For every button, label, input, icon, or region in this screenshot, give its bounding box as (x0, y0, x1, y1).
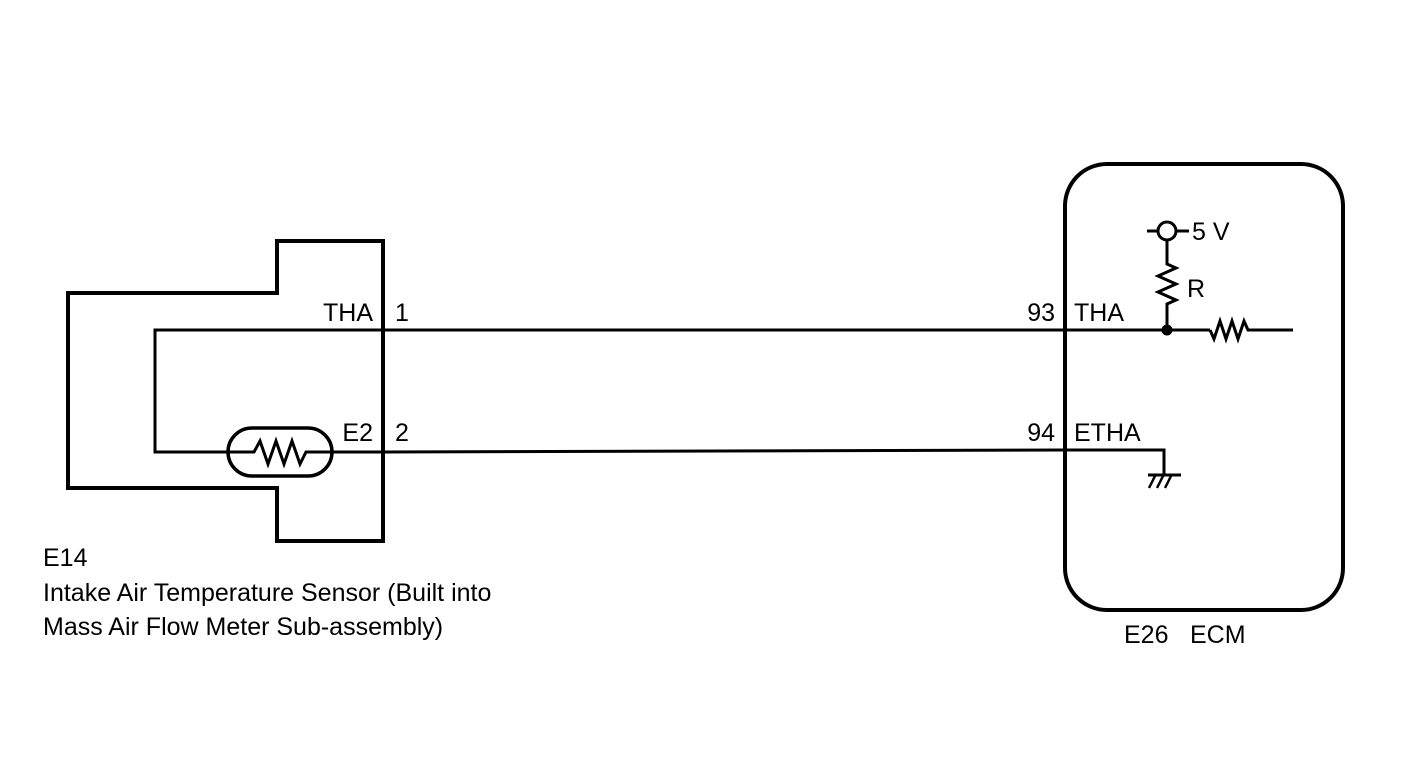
ecm-box-outline (1063, 162, 1345, 612)
ecm-pin93-label: THA (1074, 299, 1124, 327)
sensor-pin1-label: THA (323, 299, 373, 327)
junction-dot (1161, 324, 1173, 336)
ecm-pin93-number: 93 (1027, 299, 1055, 327)
ecm-pin94-label: ETHA (1074, 419, 1141, 447)
voltage-source-icon (1147, 220, 1189, 242)
ecm-assembly: 5 V R 93 THA 94 ETHA E26 ECM (1027, 162, 1345, 649)
sensor-assembly: THA 1 E2 2 E14 Intake Air Temperature Se… (43, 239, 491, 641)
sensor-pin2-label: E2 (342, 419, 373, 447)
resistor-icon (1208, 316, 1293, 344)
sensor-name-line2: Mass Air Flow Meter Sub-assembly) (43, 613, 443, 641)
harness (382, 328, 1066, 454)
ecm-pin94-number: 94 (1027, 419, 1055, 447)
ecm-name: ECM (1190, 621, 1246, 649)
sensor-internal-wire (153, 328, 383, 454)
ground-icon (1147, 473, 1181, 489)
sensor-body-outline (66, 239, 385, 543)
thermistor-icon (226, 426, 334, 478)
sensor-name-line1: Intake Air Temperature Sensor (Built int… (43, 579, 491, 607)
ecm-resistor-label: R (1187, 275, 1205, 303)
resistor-icon (1154, 240, 1180, 330)
ecm-etha-internal-wire (1065, 448, 1166, 474)
wire-etha (382, 448, 1066, 454)
sensor-pin2-number: 2 (395, 419, 409, 447)
sensor-pin1-number: 1 (395, 299, 409, 327)
ecm-connector-id: E26 (1124, 621, 1168, 649)
ecm-supply-voltage: 5 V (1192, 218, 1230, 246)
sensor-connector-id: E14 (43, 544, 88, 572)
